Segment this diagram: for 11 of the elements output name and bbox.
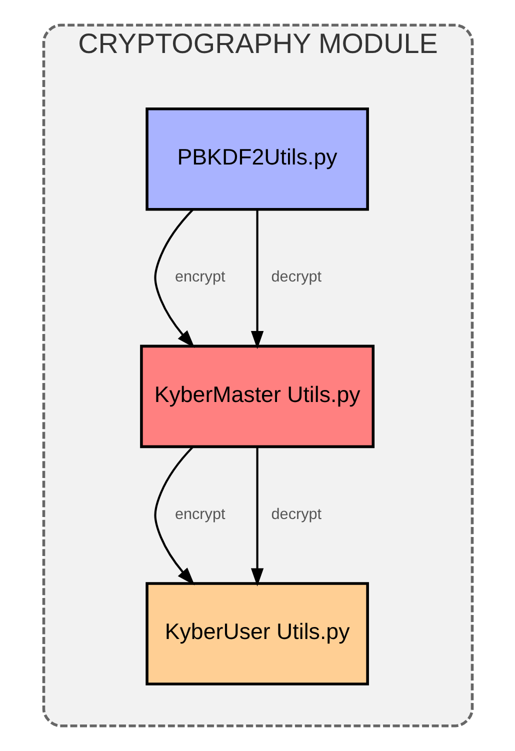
node-box: KyberUser Utils.py — [145, 582, 368, 686]
edge-label: encrypt — [174, 506, 225, 523]
arrow — [154, 446, 194, 586]
arrow — [154, 209, 194, 348]
arrow — [250, 210, 264, 350]
edge-label: encrypt — [174, 268, 225, 286]
edge-label: decrypt — [270, 268, 322, 286]
node-box: PBKDF2Utils.py — [145, 108, 368, 211]
edge-label: decrypt — [270, 506, 322, 523]
node-box: KyberMaster Utils.py — [140, 344, 374, 448]
arrow — [250, 447, 264, 586]
